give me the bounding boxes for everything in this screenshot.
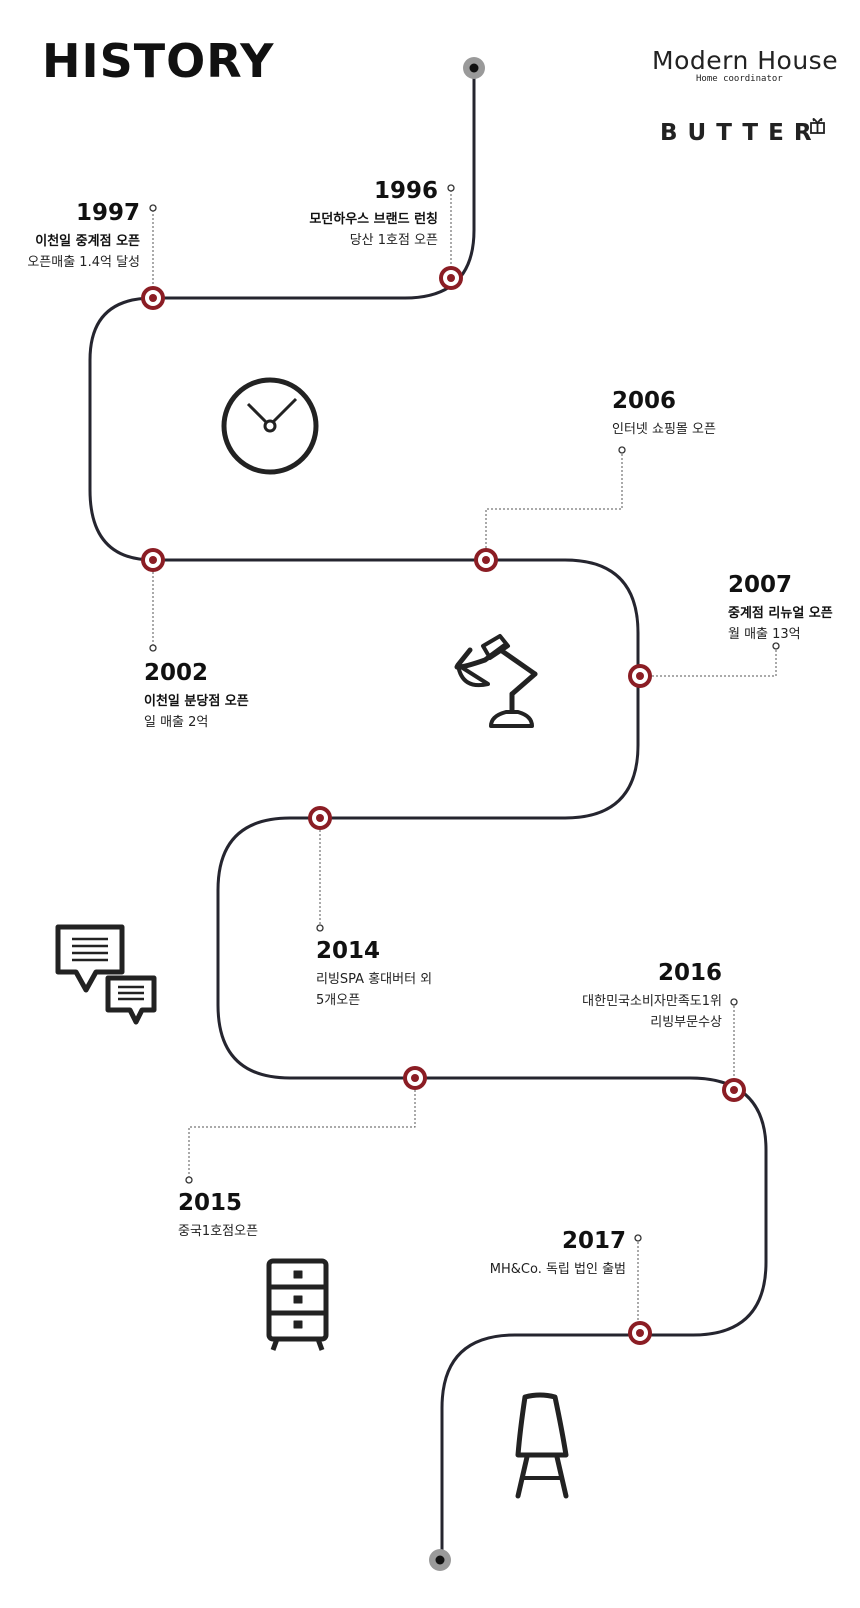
milestone-line: 이천일 분당점 오픈 <box>144 694 249 709</box>
milestone-line: 중계점 리뉴얼 오픈 <box>728 606 833 621</box>
marker-1996 <box>439 266 463 290</box>
marker-2016 <box>722 1078 746 1102</box>
drawer-cabinet-icon <box>266 1258 329 1351</box>
milestone-line: 인터넷 쇼핑몰 오픈 <box>612 422 716 437</box>
milestone-1997: 1997 이천일 중계점 오픈 오픈매출 1.4억 달성 <box>12 200 140 270</box>
leader-2015 <box>188 1078 416 1178</box>
marker-2015 <box>403 1066 427 1090</box>
milestone-year: 1996 <box>373 178 438 204</box>
marker-2002 <box>141 548 165 572</box>
milestone-year: 2017 <box>561 1228 626 1254</box>
milestone-year: 2002 <box>144 660 209 686</box>
milestone-line: MH&Co. 독립 법인 출범 <box>489 1262 626 1277</box>
milestone-2014: 2014 리빙SPA 홍대버터 외 5개오픈 <box>316 938 516 1008</box>
milestone-year: 2015 <box>178 1190 243 1216</box>
milestone-year: 1997 <box>75 200 140 226</box>
leader-lines <box>152 190 777 1333</box>
milestone-line: 월 매출 13억 <box>728 627 801 642</box>
desk-lamp-icon <box>454 634 538 728</box>
leader-2006 <box>485 452 623 560</box>
milestone-line: 대한민국소비자만족도1위 <box>582 994 722 1009</box>
gift-icon <box>810 118 825 134</box>
milestone-line: 오픈매출 1.4억 달성 <box>27 255 140 270</box>
timeline-path <box>88 70 768 1558</box>
milestone-2006: 2006 인터넷 쇼핑몰 오픈 <box>612 388 812 437</box>
milestone-line: 일 매출 2억 <box>144 715 209 730</box>
milestone-year: 2014 <box>316 938 381 964</box>
marker-1997 <box>141 286 165 310</box>
milestone-line: 이천일 중계점 오픈 <box>35 234 140 249</box>
marker-2014 <box>308 806 332 830</box>
chair-icon <box>515 1392 569 1499</box>
milestone-year: 2006 <box>612 388 677 414</box>
milestone-2015: 2015 중국1호점오픈 <box>178 1190 378 1239</box>
marker-2017 <box>628 1321 652 1345</box>
page-title: HISTORY <box>42 34 275 88</box>
milestone-2007: 2007 중계점 리뉴얼 오픈 월 매출 13억 <box>728 572 858 642</box>
brand-logo-modern-house: Modern House <box>652 46 839 75</box>
brand-tagline: Home coordinator <box>696 74 783 84</box>
milestone-2016: 2016 대한민국소비자만족도1위 리빙부문수상 <box>540 960 722 1030</box>
marker-2006 <box>474 548 498 572</box>
marker-2007 <box>628 664 652 688</box>
milestone-year: 2016 <box>657 960 722 986</box>
milestone-year: 2007 <box>728 572 793 598</box>
milestone-line: 리빙부문수상 <box>650 1015 722 1030</box>
clock-icon <box>221 377 319 475</box>
speech-bubbles-icon <box>55 924 157 1025</box>
milestone-2017: 2017 MH&Co. 독립 법인 출범 <box>440 1228 626 1277</box>
milestone-markers <box>141 266 746 1345</box>
endpoint-top <box>463 57 485 79</box>
milestone-line: 중국1호점오픈 <box>178 1224 259 1239</box>
milestone-line: 5개오픈 <box>316 993 361 1008</box>
leader-ends <box>149 184 780 1242</box>
brand-logo-butter: BUTTER <box>660 120 822 146</box>
milestone-line: 당산 1호점 오픈 <box>349 233 438 248</box>
milestone-line: 리빙SPA 홍대버터 외 <box>316 972 433 987</box>
endpoint-bottom <box>429 1549 451 1571</box>
milestone-1996: 1996 모던하우스 브랜드 런칭 당산 1호점 오픈 <box>260 178 438 248</box>
milestone-2002: 2002 이천일 분당점 오픈 일 매출 2억 <box>144 660 344 730</box>
leader-2007 <box>640 648 777 677</box>
milestone-line: 모던하우스 브랜드 런칭 <box>309 212 438 227</box>
